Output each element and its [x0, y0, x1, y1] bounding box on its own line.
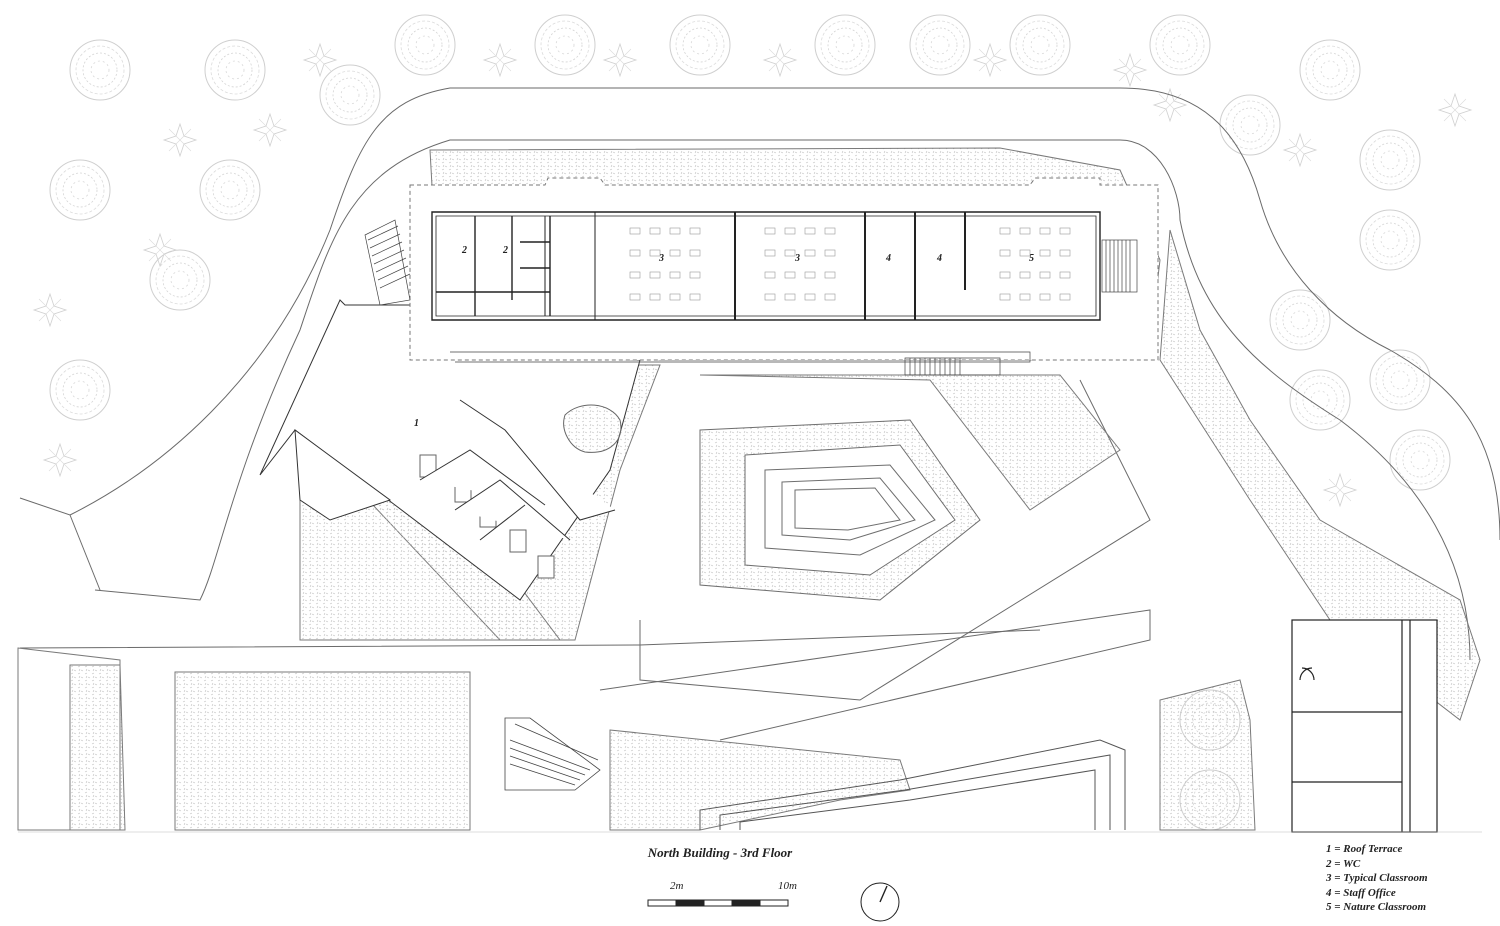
legend-item: 1 = Roof Terrace	[1326, 843, 1403, 855]
roof-terrace	[259, 299, 641, 601]
legend-item: 2 = WC	[1326, 857, 1361, 870]
corridor-ramp	[450, 351, 1031, 376]
legend: 1 = Roof Terrace 2 = WC 3 = Typical Clas…	[1326, 842, 1428, 915]
south-stair	[504, 717, 601, 791]
room-label-nature-classroom: 5	[1029, 253, 1034, 264]
road	[19, 87, 1500, 741]
scale-label-long: 10m	[778, 880, 797, 892]
legend-item: 5 = Nature Classroom	[1326, 901, 1427, 914]
triangular-planter	[563, 404, 622, 453]
stairs-west	[364, 219, 411, 306]
legend-item: 4 = Staff Office	[1326, 886, 1396, 899]
room-label-staff-office: 4	[937, 253, 942, 264]
room-label-wc: 2	[503, 245, 508, 256]
southeast-building	[1291, 619, 1438, 833]
stairs-east	[1101, 239, 1138, 293]
drawing-title: North Building - 3rd Floor	[647, 845, 793, 860]
scale-label-short: 2m	[670, 880, 684, 892]
room-label-classroom: 3	[659, 253, 664, 264]
scale-bar	[647, 899, 789, 907]
courtyard-building	[699, 739, 1126, 830]
room-label-roof-terrace: 1	[414, 418, 419, 429]
legend-item: 3 = Typical Classroom	[1326, 872, 1428, 885]
amphitheater	[699, 419, 981, 601]
north-arrow-icon	[860, 882, 900, 922]
north-building	[364, 177, 1159, 376]
room-label-classroom: 3	[795, 253, 800, 264]
room-label-wc: 2	[462, 245, 467, 256]
room-label-staff-office: 4	[886, 253, 891, 264]
